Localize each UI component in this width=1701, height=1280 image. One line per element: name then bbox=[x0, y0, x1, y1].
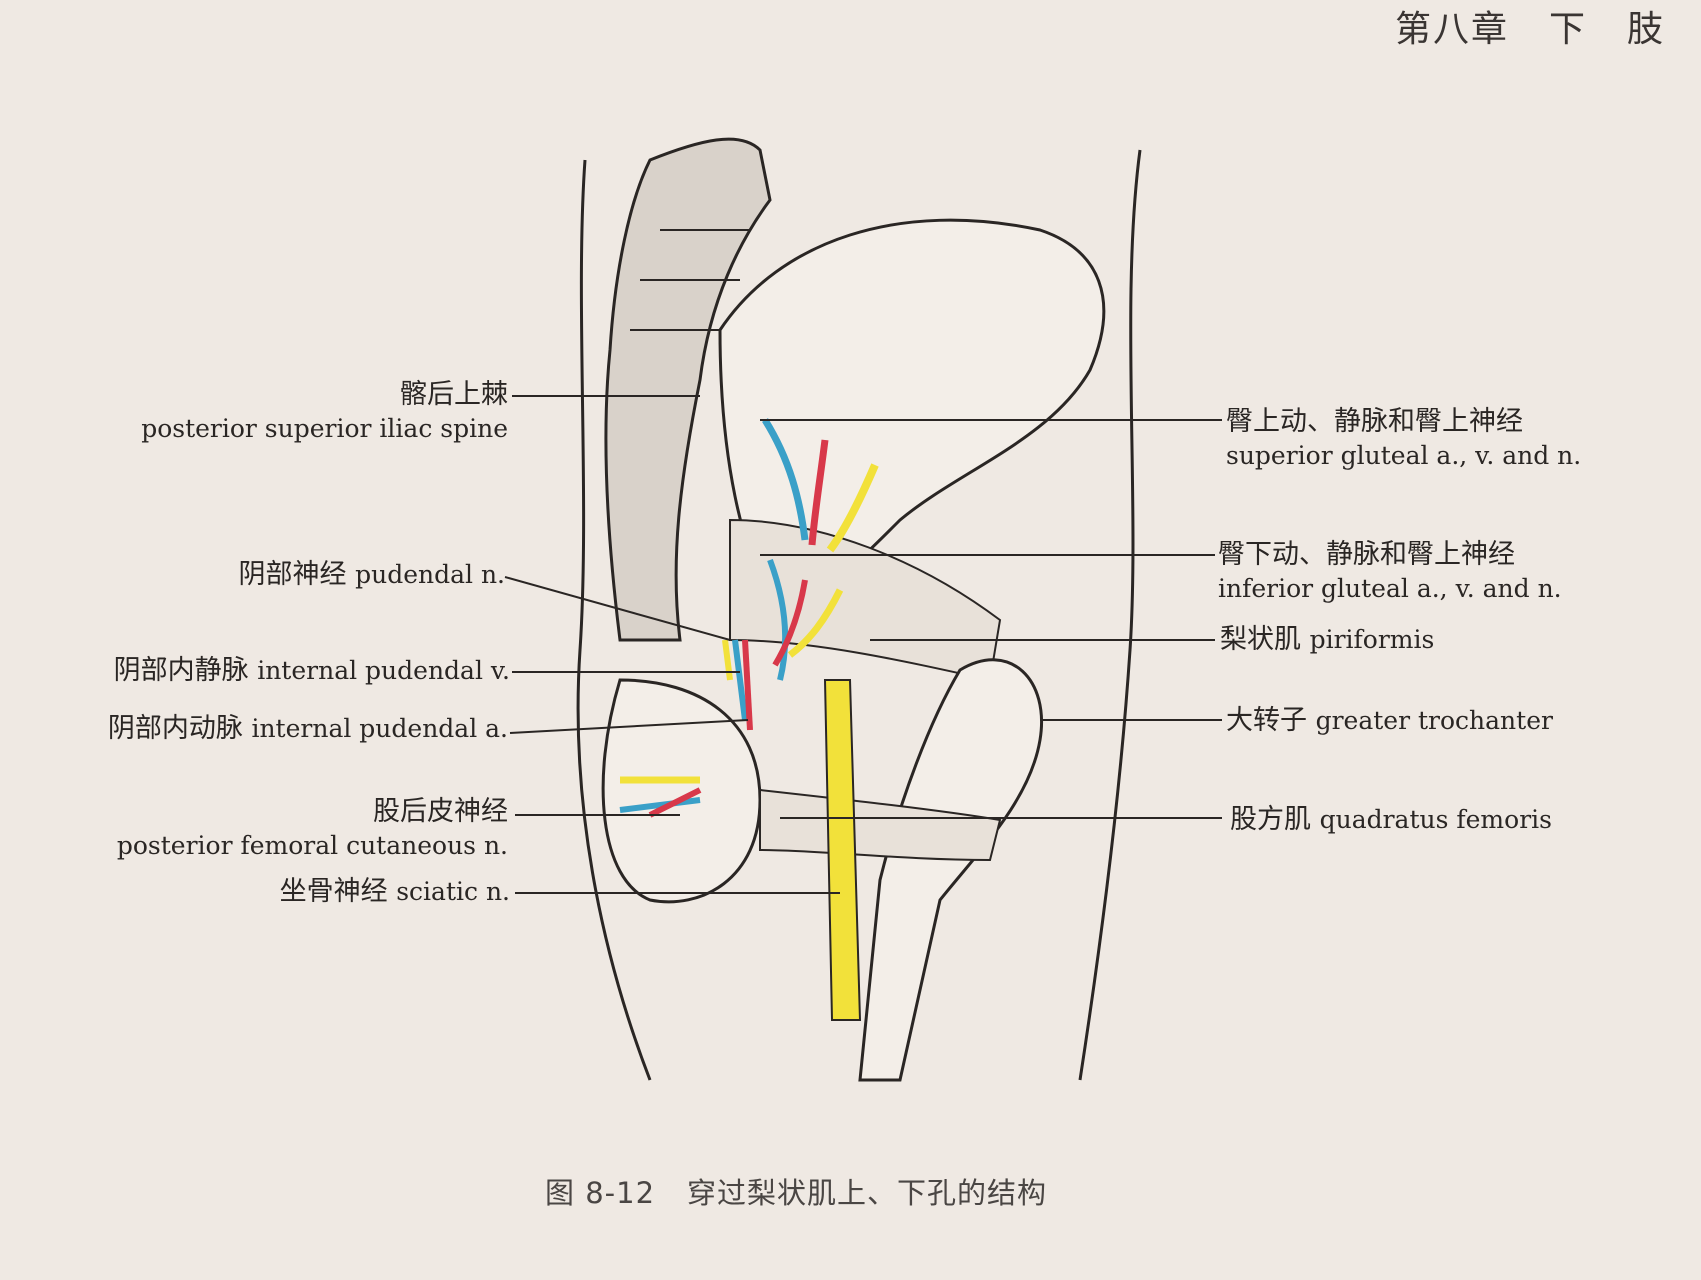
label-quadratus-femoris: 股方肌 quadratus femoris bbox=[1230, 803, 1552, 837]
chapter-title-1: 下 bbox=[1548, 9, 1587, 50]
inferior-gluteal-artery bbox=[772, 579, 808, 667]
running-header: 第八章下肢 bbox=[1395, 0, 1665, 52]
label-en: internal pudendal v. bbox=[257, 656, 510, 685]
leader-int-pudendal-a bbox=[509, 719, 749, 734]
figure-number: 图 8-12 bbox=[545, 1176, 656, 1210]
internal-pudendal-vein bbox=[732, 639, 748, 721]
label-en: posterior superior iliac spine bbox=[141, 414, 508, 443]
vertebrae bbox=[630, 229, 750, 331]
label-en: inferior gluteal a., v. and n. bbox=[1218, 574, 1562, 603]
label-en: greater trochanter bbox=[1315, 706, 1553, 735]
label-en: sciatic n. bbox=[396, 877, 510, 906]
leader-lines bbox=[504, 395, 1222, 894]
inferior-gluteal-vein bbox=[767, 558, 789, 681]
leader-pudendal-n bbox=[504, 576, 731, 641]
label-en: pudendal n. bbox=[355, 560, 505, 589]
superior-gluteal-artery bbox=[808, 439, 829, 546]
label-zh: 髂后上棘 bbox=[400, 379, 508, 410]
sacrum bbox=[604, 137, 772, 642]
label-en: quadratus femoris bbox=[1319, 805, 1552, 834]
label-zh: 坐骨神经 bbox=[279, 876, 388, 907]
label-en: posterior femoral cutaneous n. bbox=[116, 831, 508, 860]
label-piriformis: 梨状肌 piriformis bbox=[1220, 623, 1434, 657]
post-fem-artery bbox=[648, 787, 702, 818]
label-zh: 臀下动、静脉和臀上神经 bbox=[1218, 539, 1515, 570]
superior-gluteal-nerve bbox=[826, 463, 879, 553]
internal-pudendal-artery bbox=[742, 639, 753, 731]
label-sciatic-nerve: 坐骨神经 sciatic n. bbox=[280, 875, 510, 909]
chapter-label: 第八章 bbox=[1394, 9, 1509, 50]
label-zh: 阴部神经 bbox=[238, 559, 347, 590]
label-en: superior gluteal a., v. and n. bbox=[1226, 441, 1582, 470]
femur bbox=[858, 658, 1043, 1082]
label-posterior-femoral-cutaneous-nerve: 股后皮神经 posterior femoral cutaneous n. bbox=[117, 795, 508, 863]
label-posterior-superior-iliac-spine: 髂后上棘 posterior superior iliac spine bbox=[141, 378, 508, 446]
label-zh: 阴部内动脉 bbox=[107, 713, 243, 744]
label-en: piriformis bbox=[1309, 625, 1435, 654]
figure-caption-text: 穿过梨状肌上、下孔的结构 bbox=[687, 1176, 1048, 1210]
label-zh: 股后皮神经 bbox=[373, 796, 508, 827]
label-superior-gluteal: 臀上动、静脉和臀上神经 superior gluteal a., v. and … bbox=[1226, 405, 1581, 473]
body-outline-right bbox=[1078, 149, 1142, 1081]
inferior-gluteal-nerve bbox=[787, 588, 844, 658]
ischium bbox=[601, 678, 762, 904]
label-zh: 臀上动、静脉和臀上神经 bbox=[1226, 406, 1523, 437]
figure-caption: 图 8-12 穿过梨状肌上、下孔的结构 bbox=[545, 1170, 1047, 1212]
post-fem-vein bbox=[619, 797, 701, 813]
label-zh: 大转子 bbox=[1226, 705, 1307, 736]
label-zh: 股方肌 bbox=[1230, 804, 1311, 835]
sciatic-nerve bbox=[823, 679, 862, 1021]
label-zh: 阴部内静脉 bbox=[113, 655, 249, 686]
label-en: internal pudendal a. bbox=[251, 714, 508, 743]
body-outline-left bbox=[576, 159, 652, 1081]
label-internal-pudendal-artery: 阴部内动脉 internal pudendal a. bbox=[108, 712, 508, 746]
label-pudendal-nerve: 阴部神经 pudendal n. bbox=[239, 558, 506, 592]
pudendal-nerve bbox=[722, 639, 733, 681]
label-zh: 梨状肌 bbox=[1220, 624, 1301, 655]
label-greater-trochanter: 大转子 greater trochanter bbox=[1226, 704, 1553, 738]
label-inferior-gluteal: 臀下动、静脉和臀上神经 inferior gluteal a., v. and … bbox=[1218, 538, 1562, 606]
label-internal-pudendal-vein: 阴部内静脉 internal pudendal v. bbox=[114, 654, 510, 688]
chapter-title-2: 肢 bbox=[1626, 9, 1665, 50]
superior-gluteal-vein bbox=[762, 418, 809, 541]
